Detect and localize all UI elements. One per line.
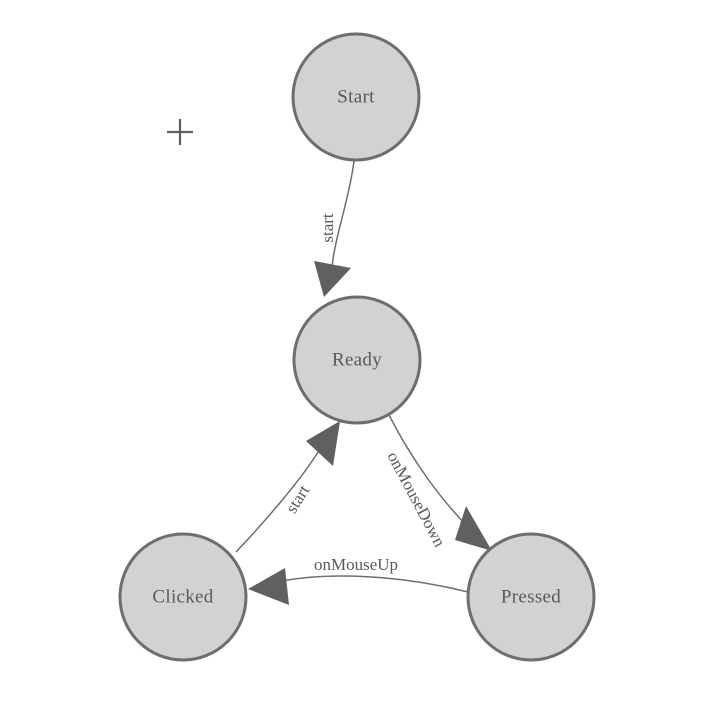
edge-clicked-to-ready-arrowhead bbox=[306, 421, 340, 466]
edge-ready-to-pressed-arrowhead bbox=[455, 506, 492, 551]
edge-clicked-to-ready-line bbox=[235, 451, 319, 553]
state-node-clicked[interactable]: Clicked bbox=[118, 532, 248, 662]
state-node-pressed[interactable]: Pressed bbox=[466, 532, 596, 662]
edge-ready-to-pressed[interactable]: onMouseDown bbox=[383, 414, 492, 551]
edge-label-start-to-ready: start bbox=[318, 213, 337, 243]
edge-pressed-to-clicked-arrowhead bbox=[248, 568, 289, 605]
state-node-start-label: Start bbox=[337, 86, 375, 107]
edge-ready-to-pressed-line bbox=[388, 414, 471, 530]
edge-start-to-ready-line bbox=[331, 160, 355, 269]
state-node-start-circle[interactable] bbox=[291, 32, 421, 162]
edge-start-to-ready[interactable]: start bbox=[314, 160, 355, 297]
state-node-pressed-label: Pressed bbox=[501, 586, 561, 607]
crosshair-icon bbox=[167, 119, 193, 145]
state-node-clicked-label: Clicked bbox=[152, 586, 213, 607]
edge-start-to-ready-arrowhead bbox=[314, 261, 351, 297]
state-node-clicked-circle[interactable] bbox=[118, 532, 248, 662]
state-node-ready-label: Ready bbox=[332, 349, 382, 370]
edge-label-pressed-to-clicked: onMouseUp bbox=[314, 555, 398, 574]
state-node-pressed-circle[interactable] bbox=[466, 532, 596, 662]
state-node-start[interactable]: Start bbox=[291, 32, 421, 162]
edge-clicked-to-ready[interactable]: start bbox=[235, 421, 340, 553]
edge-label-clicked-to-ready: start bbox=[282, 481, 314, 516]
edge-pressed-to-clicked[interactable]: onMouseUp bbox=[248, 555, 469, 605]
state-node-ready-circle[interactable] bbox=[292, 295, 422, 425]
edge-pressed-to-clicked-line bbox=[281, 575, 469, 593]
state-node-ready[interactable]: Ready bbox=[292, 295, 422, 425]
